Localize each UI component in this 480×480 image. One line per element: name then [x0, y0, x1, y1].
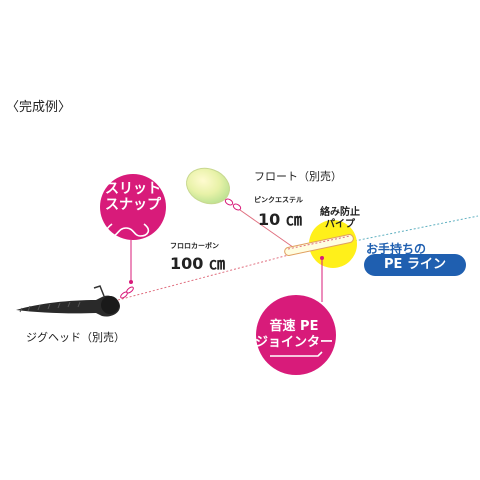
slit-snap-callout	[100, 174, 166, 240]
pink-ester-length: 10 ㎝	[258, 210, 302, 229]
pink-ester-label: ピンクエステル	[254, 196, 303, 204]
float-swivel-icon	[224, 198, 242, 211]
pe-jointer-text: 音速 PE ジョインター	[254, 319, 333, 350]
fluorocarbon-label: フロロカーボン	[170, 242, 219, 250]
jig-head-label: ジグヘッド（別売）	[26, 331, 125, 344]
snap-shape-icon	[105, 223, 150, 237]
pe-line-badge-label: PE ライン	[384, 257, 446, 272]
anti-tangle-pipe-label: 絡み防止 パイプ	[320, 207, 360, 230]
pe-jointer-callout	[256, 295, 336, 375]
pe-line-badge	[364, 254, 466, 276]
jig-head-icon	[16, 285, 120, 317]
jointer-shape-icon	[270, 351, 323, 357]
fluorocarbon-length: 100 ㎝	[170, 254, 225, 273]
slit-snap-text: スリット スナップ	[105, 181, 161, 213]
float-label: フロート（別売）	[254, 170, 342, 183]
snap-icon	[120, 286, 134, 299]
pink-ester-line	[239, 209, 301, 253]
page-title: 〈完成例〉	[6, 100, 72, 115]
float-icon	[186, 167, 230, 205]
own-line-label: お手持ちの	[366, 242, 427, 256]
fluorocarbon-line	[117, 251, 301, 301]
anti-tangle-pipe-icon	[284, 234, 354, 256]
